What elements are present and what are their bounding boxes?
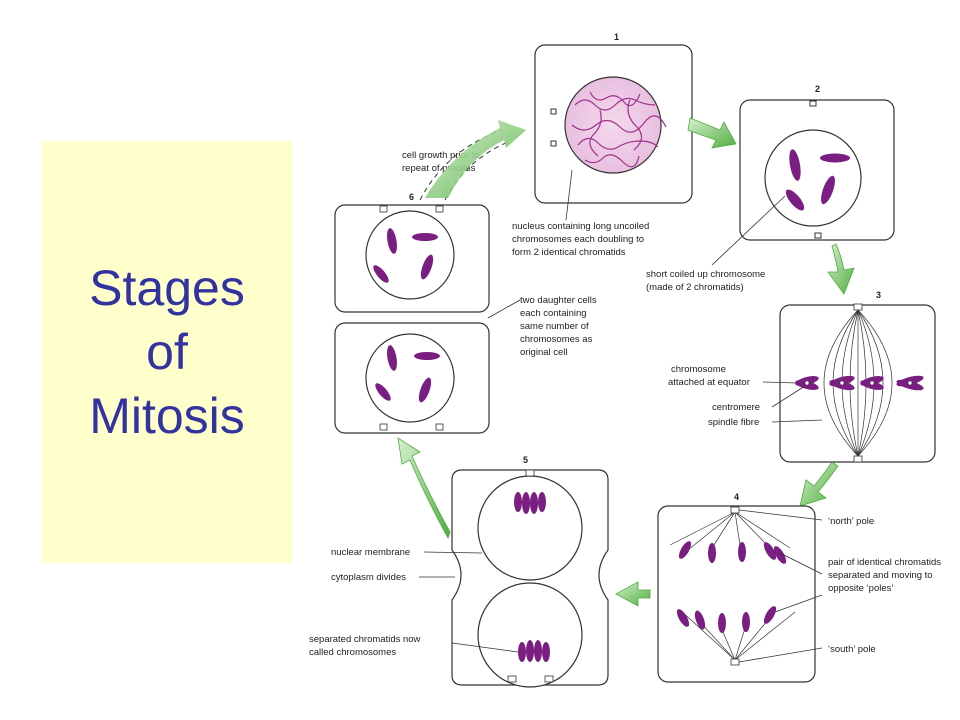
stage-3-label-spindle: spindle fibre [708, 417, 759, 428]
stage-1-label-line-3: form 2 identical chromatids [512, 247, 626, 258]
centriole-icon [525, 469, 535, 477]
arrow-6-to-1 [419, 120, 526, 201]
centriole-icon [853, 303, 863, 311]
stage-6-label-daughter-3: same number of [520, 321, 589, 332]
arrow-1-to-2 [687, 117, 737, 149]
stage-1-leader [565, 169, 573, 221]
title-line-1: Stages [89, 260, 245, 316]
arrow-5-to-6 [397, 437, 451, 539]
stage-5-label-separated-1: separated chromatids now [309, 634, 421, 645]
stage-6: 6 two daughter cells each containing sam… [334, 150, 597, 434]
stage-3-number: 3 [876, 290, 881, 300]
stage-4-number: 4 [734, 492, 739, 502]
centriole-icon [435, 205, 444, 213]
page-title: Stages of Mitosis [89, 256, 245, 448]
stage-1-number: 1 [614, 32, 619, 42]
stage-1-uncoiled-chromosomes [571, 91, 667, 168]
stage-6-nucleus-bottom [365, 333, 455, 423]
stage-5-chromosomes-top [514, 492, 546, 514]
centriole-icon [853, 455, 863, 463]
centriole-icon [809, 100, 817, 107]
centriole-icon [435, 423, 444, 431]
stage-2: 2 short coiled up chromosome (made of 2 … [646, 84, 895, 293]
stage-1-nucleus [564, 76, 662, 174]
stage-6-label-daughter-4: chromosomes as [520, 334, 593, 345]
stage-6-label-growth-1: cell growth prior to [402, 150, 480, 161]
stage-4-label-south: ‘south’ pole [828, 644, 876, 655]
stage-4-label-pair-1: pair of identical chromatids [828, 557, 941, 568]
stage-2-chromosomes [785, 149, 850, 211]
arrow-4-to-5 [615, 581, 651, 607]
stage-4-label-pair-3: opposite ‘poles’ [828, 583, 894, 594]
stage-2-label-line-2: (made of 2 chromatids) [646, 282, 744, 293]
stage-5: 5 nuclear membrane cytoplasm divides sep… [309, 455, 609, 688]
stage-5-nucleus-bottom [477, 582, 583, 688]
stage-1-label-line-2: chromosomes each doubling to [512, 234, 644, 245]
stage-6-chromosomes-bottom [375, 345, 440, 403]
stage-1: 1 nucleus containing long uncoiled chrom… [512, 32, 693, 258]
stage-2-leader [711, 195, 786, 266]
arrow-3-to-4 [799, 461, 839, 507]
stage-6-nucleus-top [365, 210, 455, 300]
stage-2-nucleus [764, 129, 862, 227]
stage-6-label-daughter-1: two daughter cells [520, 295, 597, 306]
stage-5-chromosomes-bottom [518, 640, 550, 662]
stage-5-nucleus-top [477, 475, 583, 581]
centriole-icon [379, 205, 388, 213]
centriole-icon [730, 506, 740, 514]
stage-6-label-daughter-5: original cell [520, 347, 568, 358]
stage-4-chromatids-south [676, 606, 777, 633]
centriole-icon [730, 658, 740, 666]
stage-5-label-cytoplasm: cytoplasm divides [331, 572, 406, 583]
stage-5-label-membrane: nuclear membrane [331, 547, 410, 558]
centriole-icon [544, 675, 554, 683]
centriole-icon [550, 140, 557, 147]
stage-2-number: 2 [815, 84, 820, 94]
stage-6-chromosomes-top [373, 228, 438, 283]
stage-3-label-centromere: centromere [712, 402, 760, 413]
title-line-2: of [146, 324, 188, 380]
stage-4-label-pair-2: separated and moving to [828, 570, 933, 581]
stage-5-label-separated-2: called chromosomes [309, 647, 396, 658]
centriole-icon [379, 423, 388, 431]
stage-5-number: 5 [523, 455, 528, 465]
stage-3-label-attached-1: chromosome [671, 364, 726, 375]
stage-6-label-daughter-2: each containing [520, 308, 587, 319]
stage-2-label-line-1: short coiled up chromosome [646, 269, 765, 280]
stage-3: 3 chromoso [668, 290, 936, 463]
stage-6-number: 6 [409, 192, 414, 202]
title-panel: Stages of Mitosis [42, 141, 292, 563]
centriole-icon [550, 108, 557, 115]
stage-4-label-north: ‘north’ pole [828, 516, 874, 527]
stage-4-chromatids-north [678, 541, 787, 564]
centriole-icon [507, 675, 517, 683]
centriole-icon [814, 232, 822, 239]
stage-6-label-growth-2: repeat of process [402, 163, 476, 174]
stage-1-label-line-1: nucleus containing long uncoiled [512, 221, 649, 232]
arrow-2-to-3 [827, 243, 855, 295]
stage-3-label-attached-2: attached at equator [668, 377, 750, 388]
stage-4: 4 ‘north’ pole pair of identi [657, 492, 941, 683]
title-line-3: Mitosis [89, 388, 245, 444]
